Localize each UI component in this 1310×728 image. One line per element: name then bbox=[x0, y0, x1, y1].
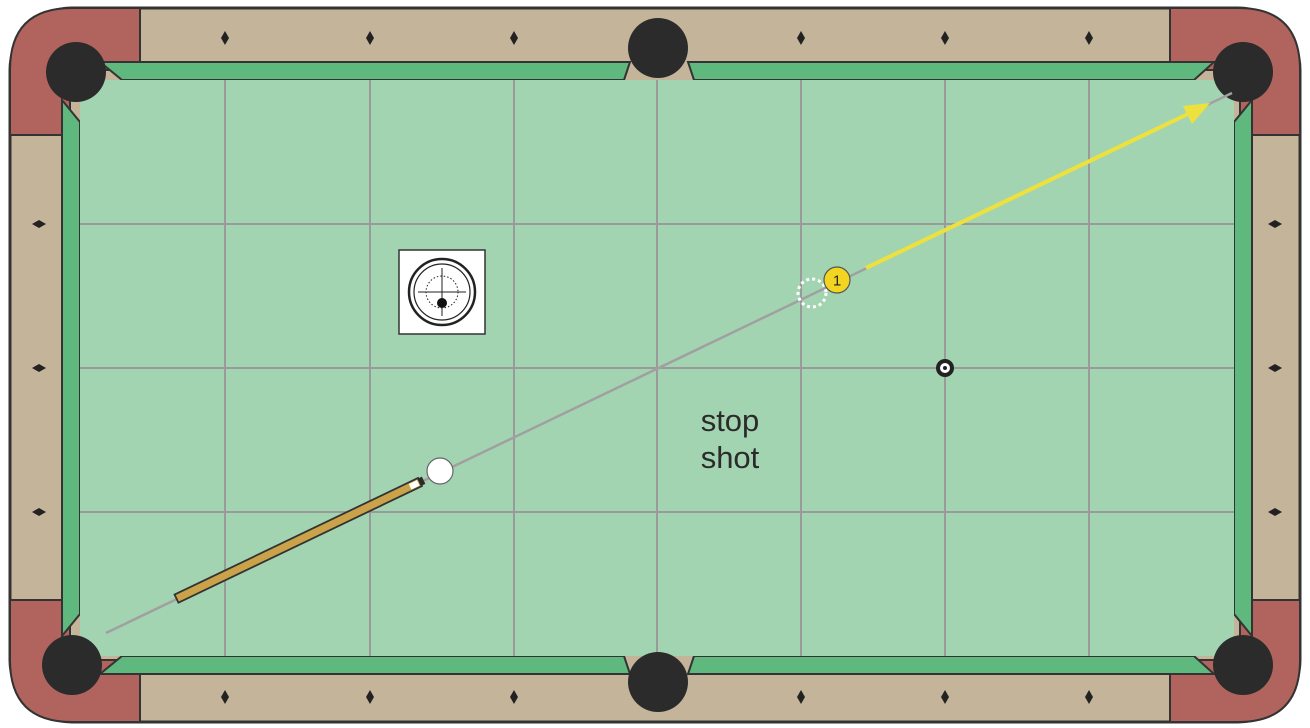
shot-label-line2: shot bbox=[701, 440, 760, 475]
object-ball-1: 1 bbox=[824, 267, 850, 293]
shot-label-line1: stop bbox=[701, 403, 760, 438]
pocket-side-bottom bbox=[628, 652, 688, 712]
pocket-bottom-left bbox=[42, 635, 102, 695]
cue-tip-target-icon bbox=[399, 250, 485, 334]
object-ball-number: 1 bbox=[833, 273, 841, 290]
pocket-bottom-right bbox=[1213, 635, 1273, 695]
cushion-left bbox=[62, 100, 80, 636]
cushion-top-right bbox=[688, 62, 1214, 80]
cushion-bottom-left bbox=[100, 656, 630, 674]
pocket-side-top bbox=[628, 18, 688, 78]
cushion-right bbox=[1234, 100, 1252, 636]
spot-marker-icon bbox=[938, 361, 952, 375]
cushion-top-left bbox=[100, 62, 630, 80]
cue-ball bbox=[427, 458, 453, 484]
pocket-top-left bbox=[46, 42, 106, 102]
pocket-top-right bbox=[1213, 42, 1273, 102]
cushion-bottom-right bbox=[688, 656, 1214, 674]
